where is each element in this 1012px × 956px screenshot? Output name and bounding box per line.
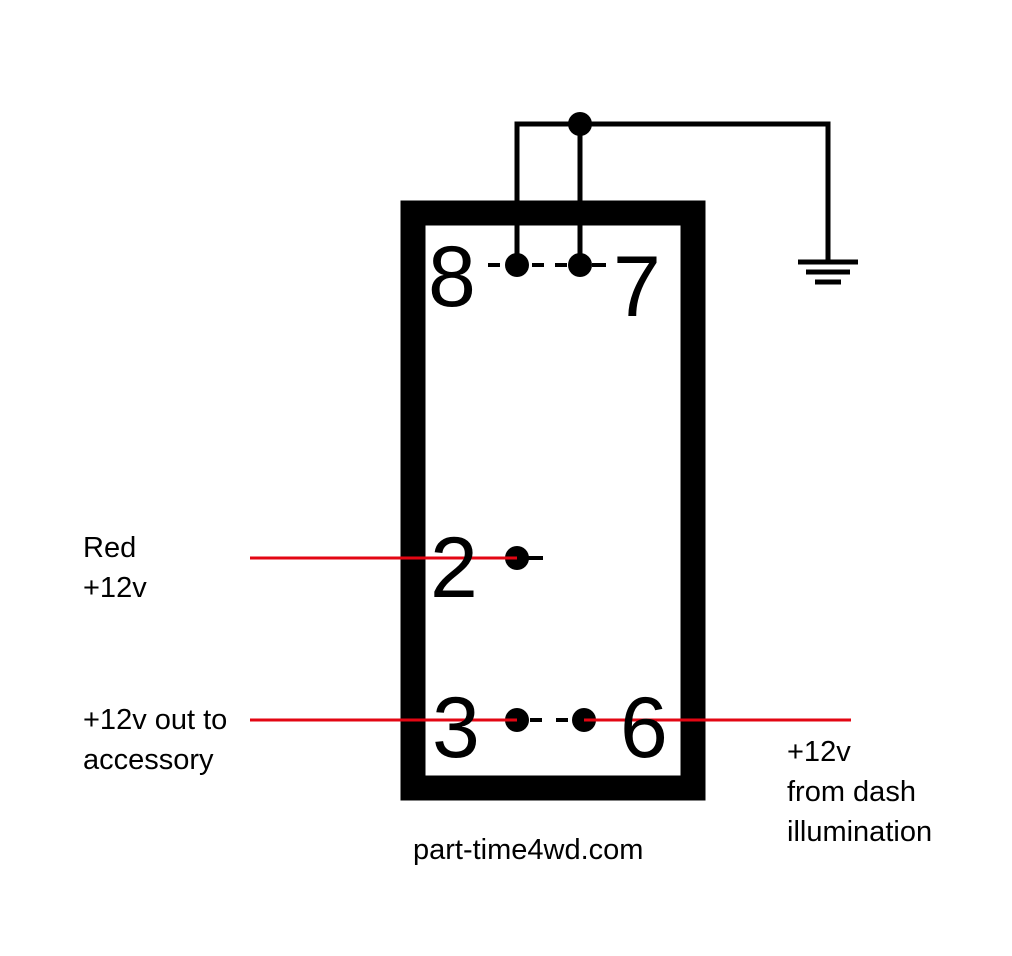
pin-number-7: 7	[613, 239, 661, 335]
pin6-label-line2: from dash	[787, 776, 916, 808]
pin6-label-line1: +12v	[787, 736, 851, 768]
pin-number-3: 3	[432, 680, 480, 776]
ground-symbol	[798, 259, 858, 285]
pin-number-8: 8	[428, 229, 476, 325]
pin-number-2: 2	[430, 520, 478, 616]
pin2-label-line1: Red	[83, 532, 136, 564]
pin3-label-line1: +12v out to	[83, 704, 227, 736]
website-credit: part-time4wd.com	[413, 834, 643, 866]
pin6-label-line3: illumination	[787, 816, 932, 848]
pin7-terminal	[568, 253, 592, 277]
pin-number-6: 6	[620, 680, 668, 776]
pin8-terminal	[505, 253, 529, 277]
pin3-label-line2: accessory	[83, 744, 214, 776]
ground-wire	[514, 121, 831, 265]
ground-wiring	[514, 121, 831, 265]
junction-dot	[568, 112, 592, 136]
switch-body	[400, 200, 706, 801]
pin2-label-line2: +12v	[83, 572, 147, 604]
